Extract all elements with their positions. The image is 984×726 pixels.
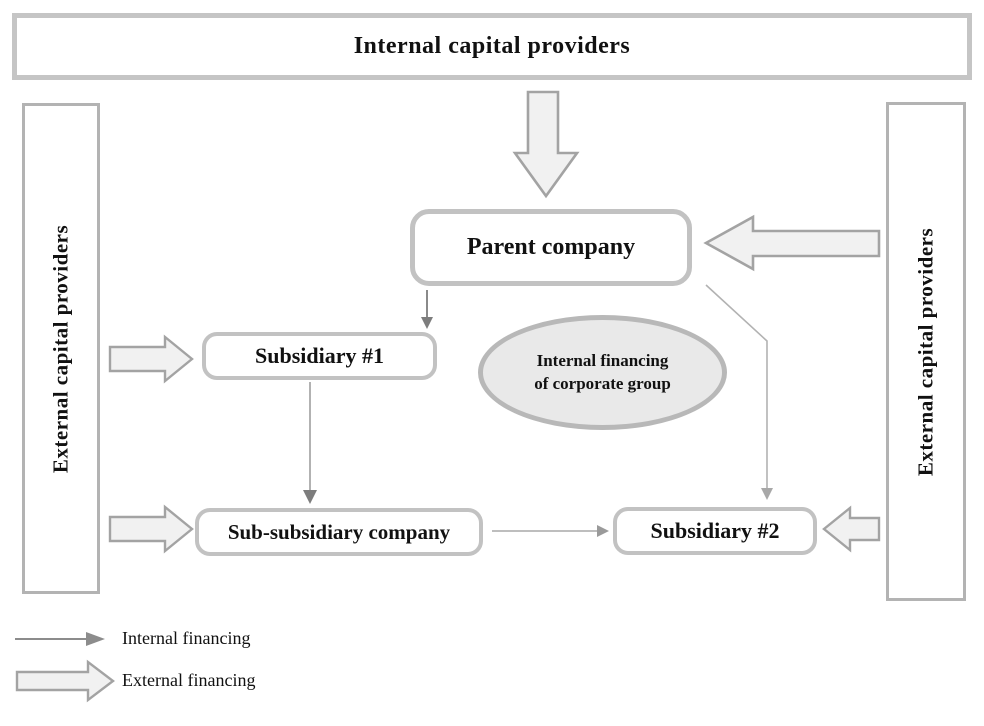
internal-capital-providers-label: Internal capital providers (353, 33, 631, 59)
subsidiary-1-node: Subsidiary #1 (202, 332, 437, 380)
subsidiary-2-label: Subsidiary #2 (650, 518, 780, 543)
external-financing-arrow-right-lower-icon (822, 505, 881, 553)
subsidiary-2-node: Subsidiary #2 (613, 507, 817, 555)
sub-subsidiary-company-label: Sub-subsidiary company (227, 519, 451, 544)
internal-financing-arrow-parent-to-sub1-icon (421, 290, 433, 329)
external-capital-providers-left-label: External capital providers (48, 224, 73, 473)
legend-external-financing-label: External financing (122, 670, 256, 690)
legend-internal-financing-label: Internal financing (122, 628, 251, 648)
external-financing-arrow-top-down-icon (512, 90, 580, 199)
internal-financing-arrow-sub1-to-subsub-icon (303, 382, 317, 504)
internal-financing-ellipse: Internal financing of corporate group (478, 315, 727, 430)
parent-company-node: Parent company (410, 209, 692, 286)
internal-financing-arrow-parent-to-sub2-icon (705, 284, 773, 500)
external-capital-providers-right-label: External capital providers (913, 227, 938, 476)
external-financing-arrow-right-upper-icon (703, 214, 881, 272)
parent-company-label: Parent company (466, 234, 636, 260)
external-capital-providers-right-panel: External capital providers (886, 102, 966, 601)
legend-external-financing-arrow-icon (15, 659, 115, 703)
subsidiary-1-label: Subsidiary #1 (255, 343, 384, 368)
legend-internal-financing-arrow-icon (15, 632, 105, 646)
sub-subsidiary-company-node: Sub-subsidiary company (195, 508, 483, 556)
internal-financing-ellipse-line1: Internal financing (536, 351, 669, 371)
external-capital-providers-left-panel: External capital providers (22, 103, 100, 594)
external-financing-arrow-left-upper-icon (108, 334, 194, 384)
internal-financing-arrow-subsub-to-sub2-icon (492, 525, 609, 537)
internal-financing-ellipse-line2: of corporate group (534, 373, 671, 393)
external-financing-arrow-left-lower-icon (108, 504, 194, 554)
internal-capital-providers-banner: Internal capital providers (12, 13, 972, 80)
